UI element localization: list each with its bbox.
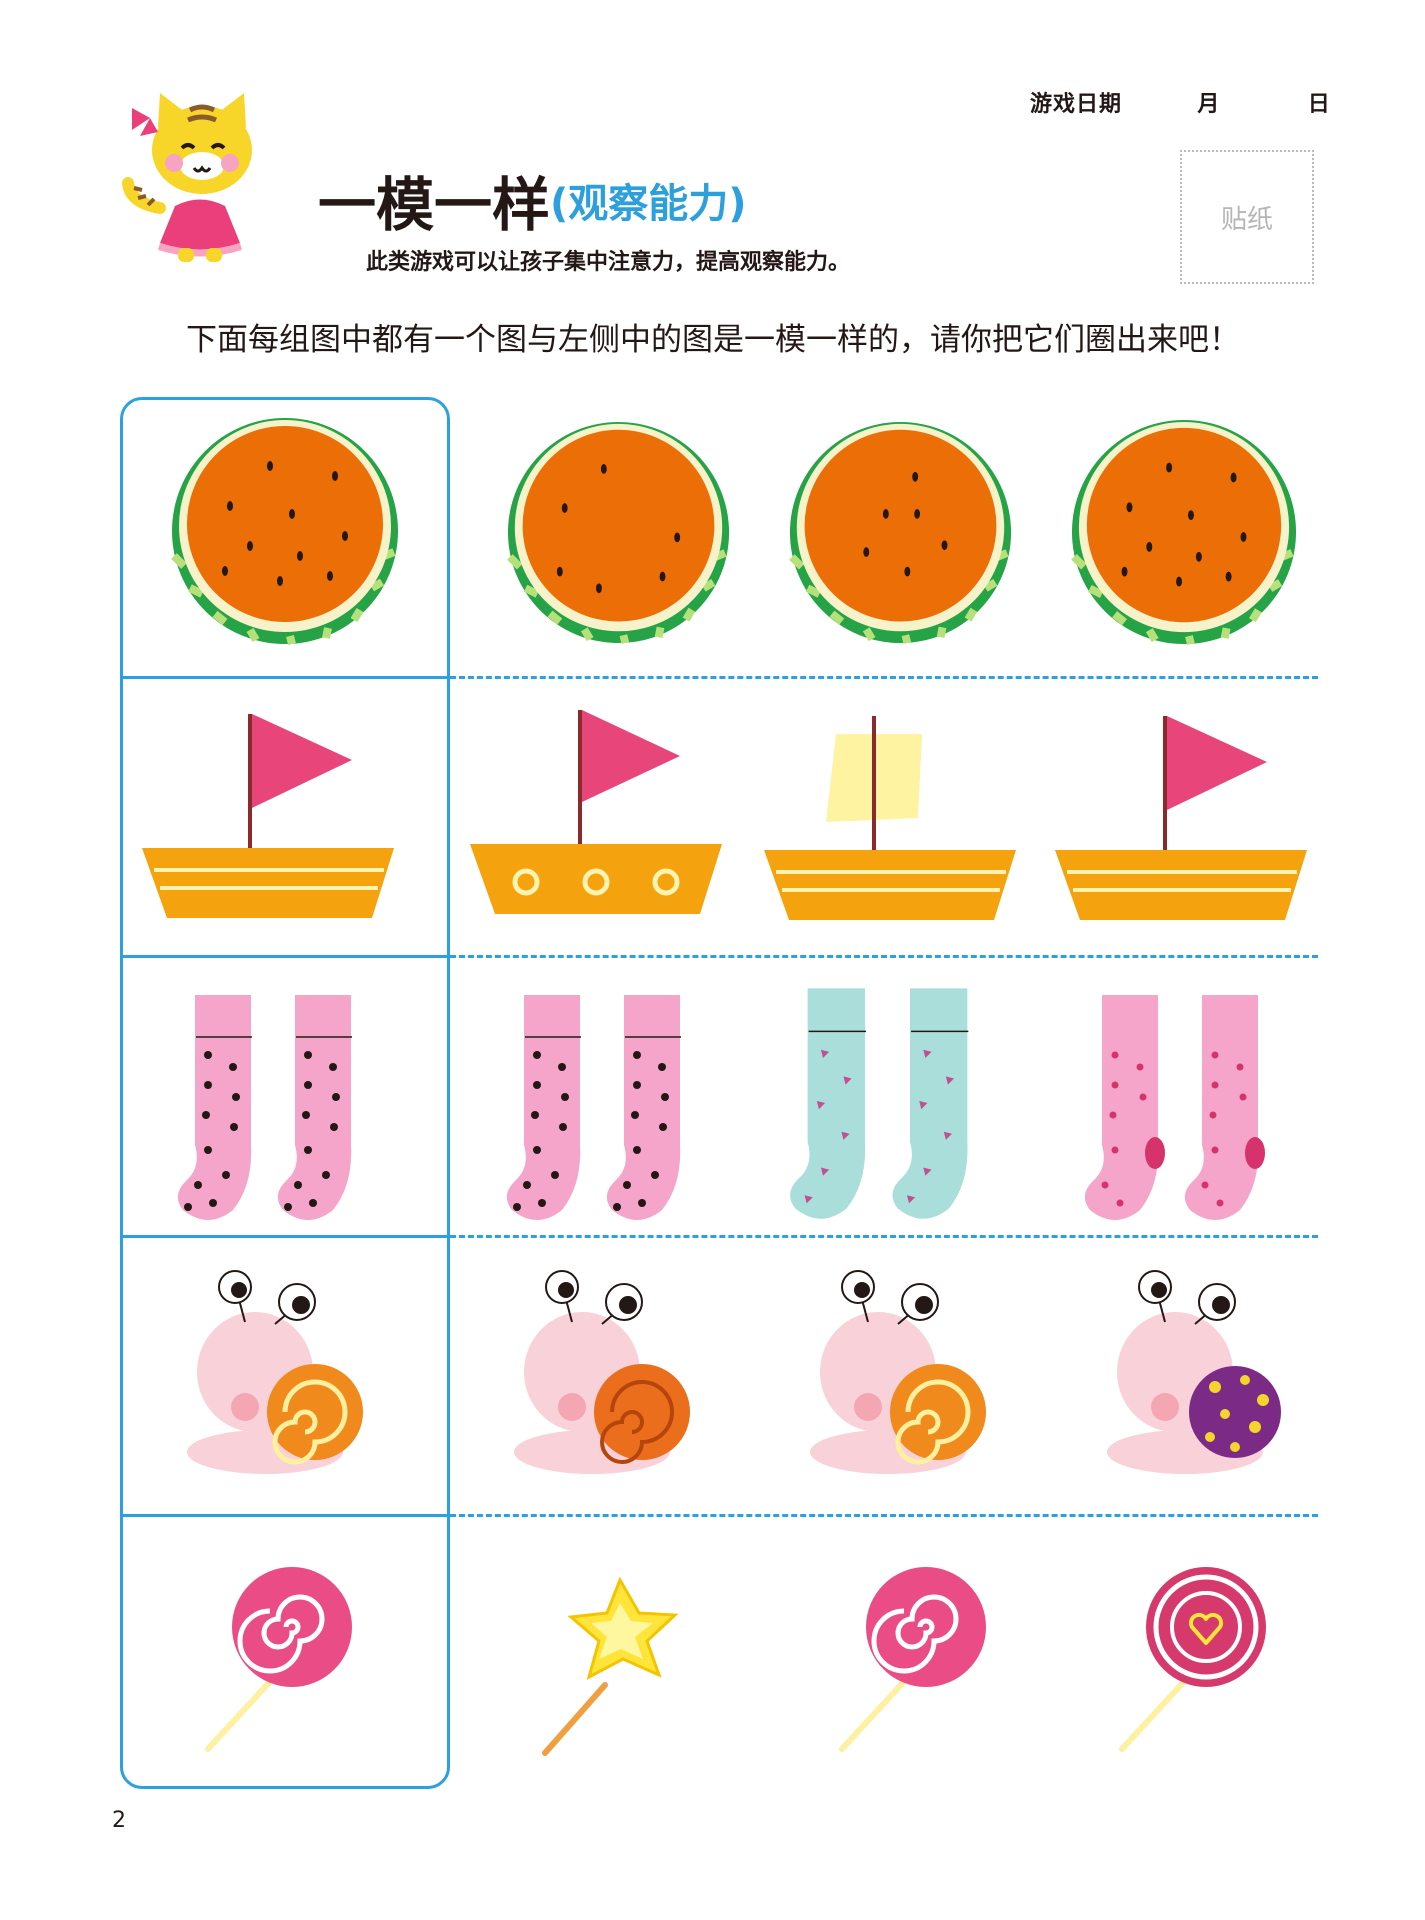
row-divider [120,676,450,679]
reference-lollipop-icon [196,1565,366,1755]
page-subtitle-tag: (观察能力) [550,181,747,227]
row-divider [120,955,450,958]
page-number: 2 [112,1808,126,1833]
reference-panel [120,397,450,1789]
option-snail-icon[interactable] [512,1262,732,1487]
instruction-text: 下面每组图中都有一个图与左侧中的图是一模一样的，请你把它们圈出来吧！ [186,322,1240,358]
option-pink-socks-icon[interactable] [497,985,707,1225]
sticker-label: 贴纸 [1220,204,1273,235]
option-lollipop-icon[interactable] [830,1565,1000,1755]
reference-snail-icon [185,1262,405,1487]
option-watermelon-icon[interactable] [506,420,731,645]
page-title: 一模一样 [318,171,551,239]
title-row: 一模一样(观察能力) [318,158,747,242]
day-label: 日 [1307,92,1331,117]
option-sailboat-icon[interactable] [1055,712,1310,922]
row-divider-dashed [450,1514,1318,1517]
month-label: 月 [1197,92,1221,117]
option-snail-icon[interactable] [808,1262,1028,1487]
row-divider-dashed [450,955,1318,958]
game-date-line: 游戏日期 月 日 [1030,86,1331,118]
date-label: 游戏日期 [1030,92,1123,117]
option-watermelon-icon[interactable] [788,420,1013,645]
option-sailboat-yellow-sail-icon[interactable] [764,712,1019,922]
option-mint-socks-icon[interactable] [780,976,995,1226]
option-lollipop-heart-icon[interactable] [1110,1565,1280,1755]
row-divider [120,1235,450,1238]
option-sailboat-portholes-icon[interactable] [470,706,725,916]
option-star-wand-icon[interactable] [535,1575,705,1765]
reference-watermelon-icon [170,416,400,646]
subtitle-text: 此类游戏可以让孩子集中注意力，提高观察能力。 [366,249,851,275]
row-divider-dashed [450,1235,1318,1238]
row-divider-dashed [450,676,1318,679]
row-divider [120,1514,450,1517]
reference-sailboat-icon [142,710,397,920]
option-pink-socks-dark-heel-icon[interactable] [1075,985,1285,1225]
option-snail-purple-shell-icon[interactable] [1105,1262,1325,1487]
option-watermelon-icon[interactable] [1070,418,1298,646]
sticker-box[interactable]: 贴纸 [1180,150,1314,284]
reference-pink-socks-icon [168,985,378,1225]
cat-mascot-icon [120,88,280,267]
